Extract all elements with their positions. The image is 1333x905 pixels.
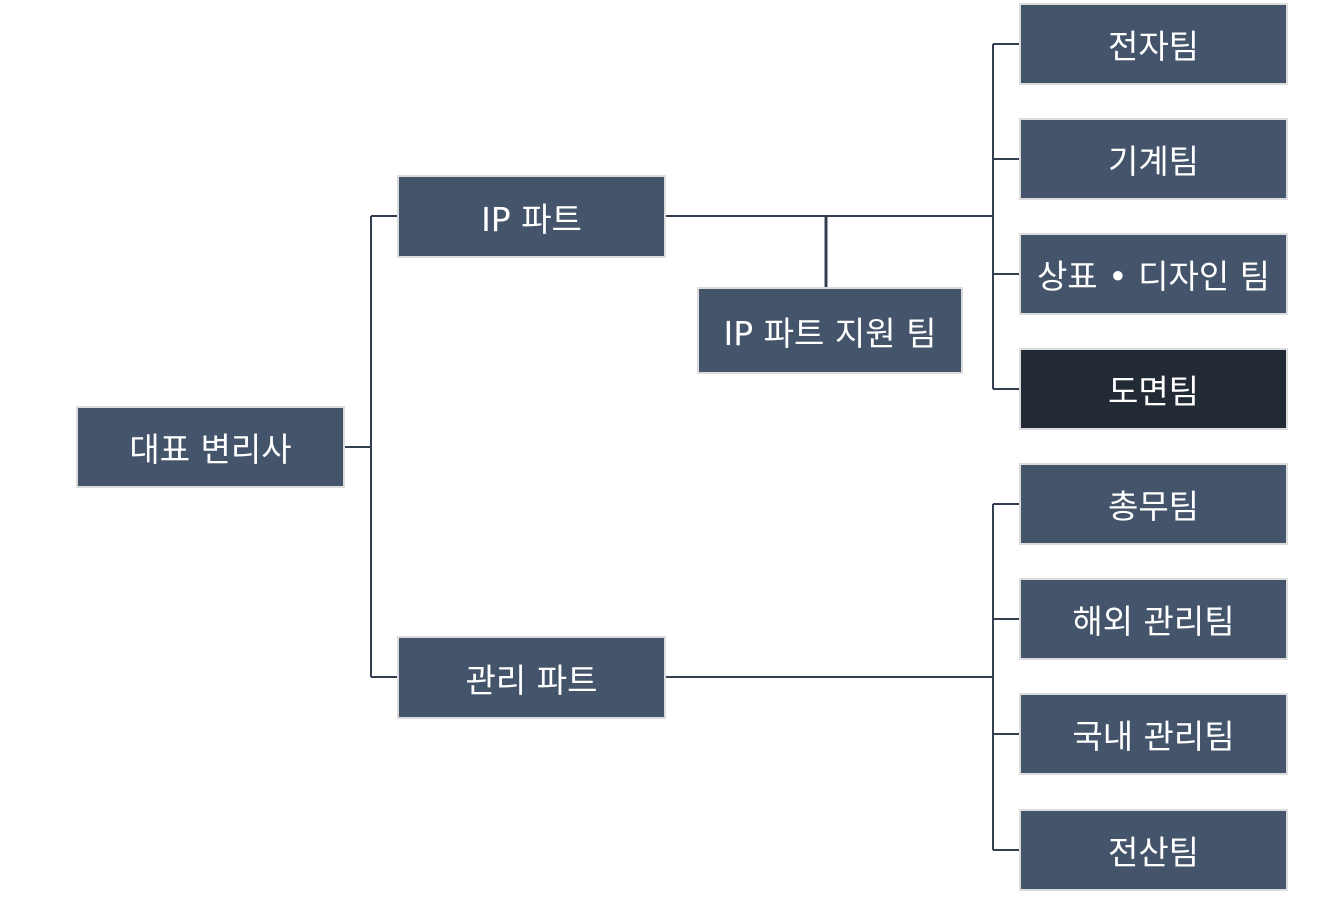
node-label: 기계팀 xyxy=(1107,142,1200,181)
node-label: 도면팀 xyxy=(1107,372,1200,411)
connector-root-to-parts xyxy=(345,215,397,678)
node-label: 해외 관리팀 xyxy=(1072,602,1235,641)
node-label: 국내 관리팀 xyxy=(1072,717,1235,756)
node-label: IP 파트 지원 팀 xyxy=(723,313,937,353)
connector-mgmt-to-teams xyxy=(666,503,1019,851)
node-ceo[interactable]: 대표 변리사 xyxy=(76,406,345,488)
node-overseas-management-team[interactable]: 해외 관리팀 xyxy=(1019,578,1288,660)
node-electronics-team[interactable]: 전자팀 xyxy=(1019,3,1288,85)
node-label: 관리 파트 xyxy=(465,660,598,700)
node-general-affairs-team[interactable]: 총무팀 xyxy=(1019,463,1288,545)
node-label: 총무팀 xyxy=(1107,487,1200,526)
node-label: 전자팀 xyxy=(1107,27,1200,66)
node-label: 상표 • 디자인 팀 xyxy=(1036,257,1271,296)
connector-ip-to-teams xyxy=(666,43,1019,390)
node-ip-support-team[interactable]: IP 파트 지원 팀 xyxy=(697,287,963,374)
node-drawing-team[interactable]: 도면팀 xyxy=(1019,348,1288,430)
node-label: 대표 변리사 xyxy=(129,430,292,469)
node-trademark-design-team[interactable]: 상표 • 디자인 팀 xyxy=(1019,233,1288,315)
node-mechanical-team[interactable]: 기계팀 xyxy=(1019,118,1288,200)
node-domestic-management-team[interactable]: 국내 관리팀 xyxy=(1019,693,1288,775)
node-ip-part[interactable]: IP 파트 xyxy=(397,175,666,258)
node-it-team[interactable]: 전산팀 xyxy=(1019,809,1288,891)
node-management-part[interactable]: 관리 파트 xyxy=(397,636,666,719)
node-label: IP 파트 xyxy=(481,199,582,239)
node-label: 전산팀 xyxy=(1107,833,1200,872)
